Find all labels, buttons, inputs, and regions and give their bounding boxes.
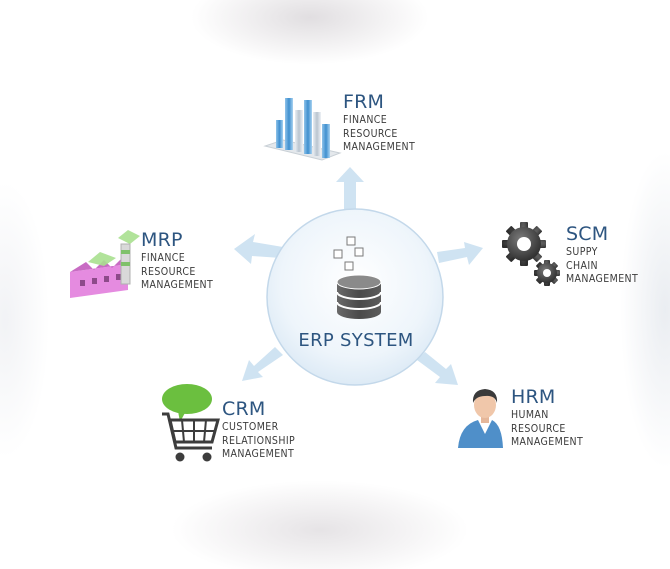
hrm-title: HRM <box>511 386 556 408</box>
shopping-cart-icon <box>162 384 220 462</box>
hrm-description: HUMAN RESOURCE MANAGEMENT <box>511 409 584 448</box>
module-scm: SCM SUPPY CHAIN MANAGEMENT <box>566 224 638 287</box>
scm-title: SCM <box>566 223 609 245</box>
arrow-to-mrp <box>234 234 283 264</box>
arrow-to-hrm <box>417 352 458 385</box>
person-icon <box>458 389 503 448</box>
crm-description: CUSTOMER RELATIONSHIP MANAGEMENT <box>222 421 296 460</box>
crm-title: CRM <box>222 398 266 420</box>
erp-system-title: ERP SYSTEM <box>298 330 414 351</box>
module-frm: FRM FINANCE RESOURCE MANAGEMENT <box>343 92 415 155</box>
factory-icon <box>70 230 140 298</box>
module-hrm: HRM HUMAN RESOURCE MANAGEMENT <box>511 387 583 450</box>
arrow-to-crm <box>242 347 283 381</box>
module-crm: CRM CUSTOMER RELATIONSHIP MANAGEMENT <box>222 399 295 462</box>
mrp-title: MRP <box>141 229 183 251</box>
frm-description: FINANCE RESOURCE MANAGEMENT <box>343 114 416 153</box>
mrp-description: FINANCE RESOURCE MANAGEMENT <box>141 252 214 291</box>
scm-description: SUPPY CHAIN MANAGEMENT <box>566 246 639 285</box>
database-icon <box>333 236 382 319</box>
module-mrp: MRP FINANCE RESOURCE MANAGEMENT <box>141 230 213 293</box>
bar-chart-icon <box>263 98 342 161</box>
arrow-to-frm <box>336 167 364 212</box>
frm-title: FRM <box>343 91 385 113</box>
gears-icon <box>502 222 560 286</box>
arrow-to-scm <box>437 242 483 265</box>
